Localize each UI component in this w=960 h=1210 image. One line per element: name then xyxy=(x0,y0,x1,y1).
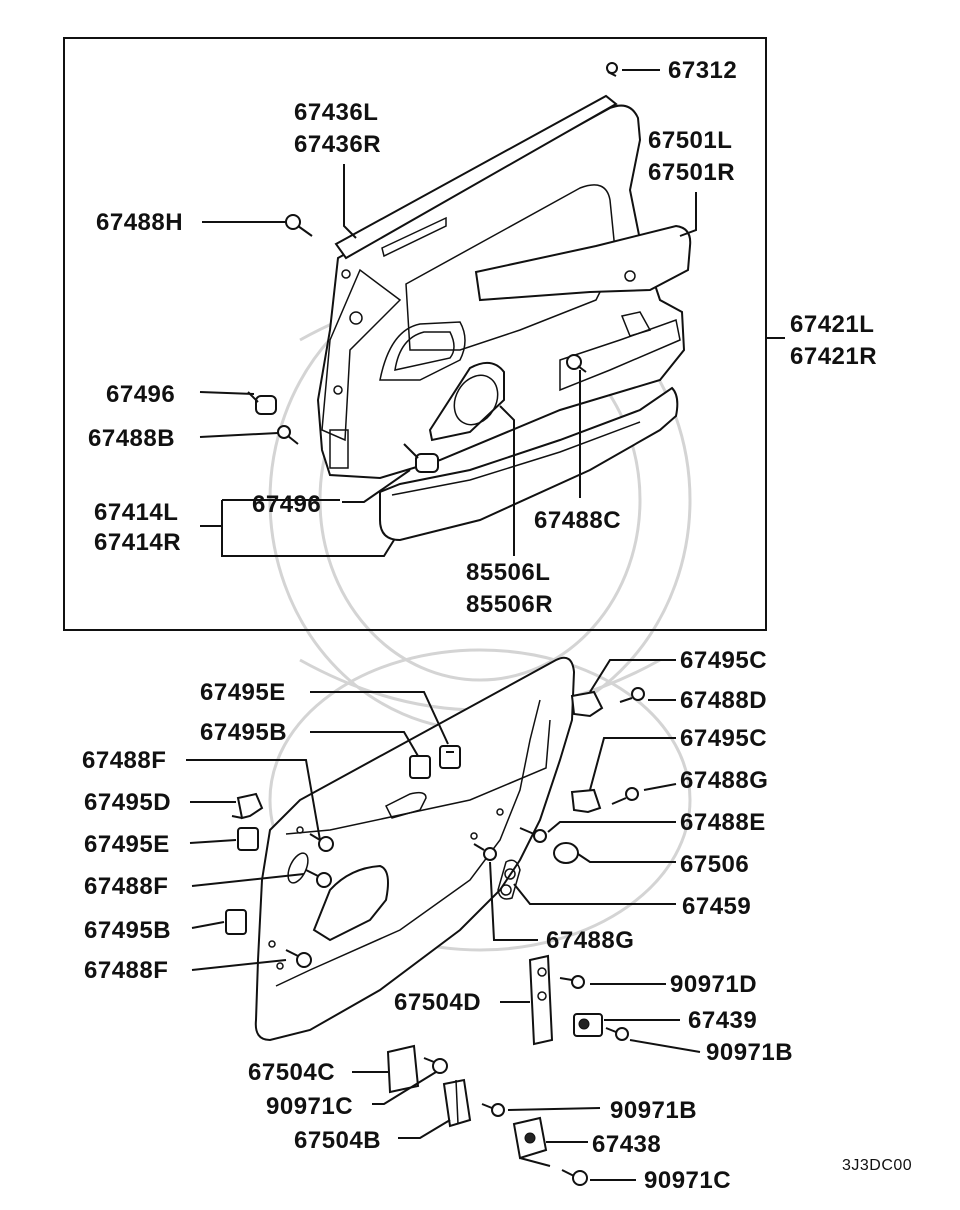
speaker-grille xyxy=(428,361,505,442)
label-67495e-b: 67495E xyxy=(84,831,170,858)
diagram-code: 3J3DC00 xyxy=(842,1157,912,1174)
label-90971b-a: 90971B xyxy=(706,1039,793,1066)
bolt-90971b-upper-icon xyxy=(605,1027,629,1041)
bolt-90971c-lower-icon xyxy=(561,1169,588,1186)
retainer-67495c-upper-icon xyxy=(570,690,604,718)
label-90971b-b: 90971B xyxy=(610,1097,697,1124)
bracket-67504b-icon xyxy=(442,1078,472,1128)
bracket-67504d-icon xyxy=(528,954,554,1046)
label-67504b: 67504B xyxy=(294,1127,381,1154)
label-90971c-b: 90971C xyxy=(644,1167,731,1194)
clip-67312-icon xyxy=(606,62,618,77)
clip-67496-b-icon xyxy=(403,443,439,473)
label-90971c-a: 90971C xyxy=(266,1093,353,1120)
plate-67438-icon xyxy=(512,1116,551,1167)
label-67459: 67459 xyxy=(682,893,751,920)
label-67495b-a: 67495B xyxy=(200,719,287,746)
label-85506l: 85506L xyxy=(466,559,550,586)
label-67312: 67312 xyxy=(668,57,737,84)
retainer-67495e-upper-icon xyxy=(439,745,461,769)
label-67504d: 67504D xyxy=(394,989,481,1016)
assembly-group-box xyxy=(63,37,767,631)
label-67501l: 67501L xyxy=(648,127,732,154)
label-67414l: 67414L xyxy=(94,499,178,526)
label-67496-b: 67496 xyxy=(252,491,321,518)
label-67421r: 67421R xyxy=(790,343,877,370)
label-67495c-a: 67495C xyxy=(680,647,767,674)
door-inner-panel-lower xyxy=(254,656,576,1042)
retainer-67495d-icon xyxy=(231,792,264,820)
label-67496-a: 67496 xyxy=(106,381,175,408)
retainer-67495c-lower-icon xyxy=(570,788,602,814)
screw-67488g-upper-icon xyxy=(611,787,639,805)
bolt-90971b-lower-icon xyxy=(481,1103,505,1117)
label-67488f-a: 67488F xyxy=(82,747,166,774)
screw-67488c-icon xyxy=(566,354,587,373)
leader-lines-lower xyxy=(186,659,701,1181)
button-67506-icon xyxy=(553,842,579,864)
label-67504c: 67504C xyxy=(248,1059,335,1086)
label-67488f-c: 67488F xyxy=(84,957,168,984)
label-67488h: 67488H xyxy=(96,209,183,236)
label-85506r: 85506R xyxy=(466,591,553,618)
label-67488e: 67488E xyxy=(680,809,766,836)
label-67495c-b: 67495C xyxy=(680,725,767,752)
bolt-90971c-upper-icon xyxy=(423,1057,448,1074)
label-67488g-b: 67488G xyxy=(546,927,634,954)
label-67501r: 67501R xyxy=(648,159,735,186)
label-67488c: 67488C xyxy=(534,507,621,534)
label-67488f-b: 67488F xyxy=(84,873,168,900)
screw-67488g-lower-icon xyxy=(473,843,497,861)
screw-67488b-icon xyxy=(277,425,299,445)
screw-67488h-icon xyxy=(285,214,313,237)
leader-lines-upper xyxy=(199,69,785,557)
screw-67488d-icon xyxy=(619,687,645,703)
part-labels: 67312 67436L 67436R 67501L 67501R 67488H… xyxy=(82,57,912,1194)
label-67495e-a: 67495E xyxy=(200,679,286,706)
label-67436l: 67436L xyxy=(294,99,378,126)
bracket-67504c-icon xyxy=(386,1044,420,1094)
retainer-67495b-upper-icon xyxy=(409,755,431,779)
label-67488b: 67488B xyxy=(88,425,175,452)
label-67488d: 67488D xyxy=(680,687,767,714)
label-67439: 67439 xyxy=(688,1007,757,1034)
label-67414r: 67414R xyxy=(94,529,181,556)
label-67495d: 67495D xyxy=(84,789,171,816)
screw-67488f-c-icon xyxy=(285,949,312,968)
bolt-90971d-icon xyxy=(559,975,585,989)
door-trim-panel-upper xyxy=(316,94,692,480)
striker-67439-icon xyxy=(573,1013,603,1037)
label-67488g-a: 67488G xyxy=(680,767,768,794)
label-67506: 67506 xyxy=(680,851,749,878)
clip-67496-icon xyxy=(247,391,277,415)
label-67436r: 67436R xyxy=(294,131,381,158)
screw-67488e-icon xyxy=(519,827,547,843)
label-67495b-b: 67495B xyxy=(84,917,171,944)
label-90971d-a: 90971D xyxy=(670,971,757,998)
screw-67488f-b-icon xyxy=(305,869,332,888)
screw-67488f-a-icon xyxy=(309,833,334,852)
retainer-67495e-lower-icon xyxy=(237,827,259,851)
retainer-67495b-lower-icon xyxy=(225,909,247,935)
label-67421l: 67421L xyxy=(790,311,874,338)
label-67438: 67438 xyxy=(592,1131,661,1158)
